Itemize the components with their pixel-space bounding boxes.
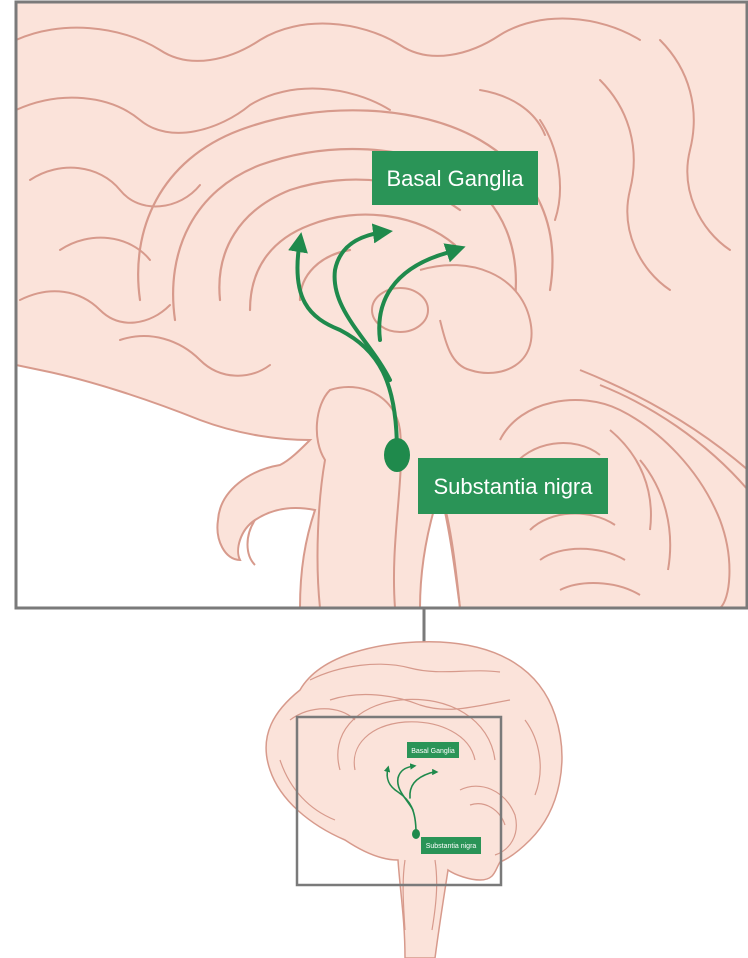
overview-substantia-nigra-dot <box>412 829 420 839</box>
substantia-nigra-dot <box>384 438 410 472</box>
overview-brain <box>266 642 562 958</box>
overview-substantia-nigra-label: Substantia nigra <box>426 843 477 850</box>
overview-basal-ganglia-label: Basal Ganglia <box>411 748 455 755</box>
basal-ganglia-label: Basal Ganglia <box>387 166 525 191</box>
substantia-nigra-label: Substantia nigra <box>434 474 594 499</box>
overview-brain-outline <box>266 642 562 958</box>
